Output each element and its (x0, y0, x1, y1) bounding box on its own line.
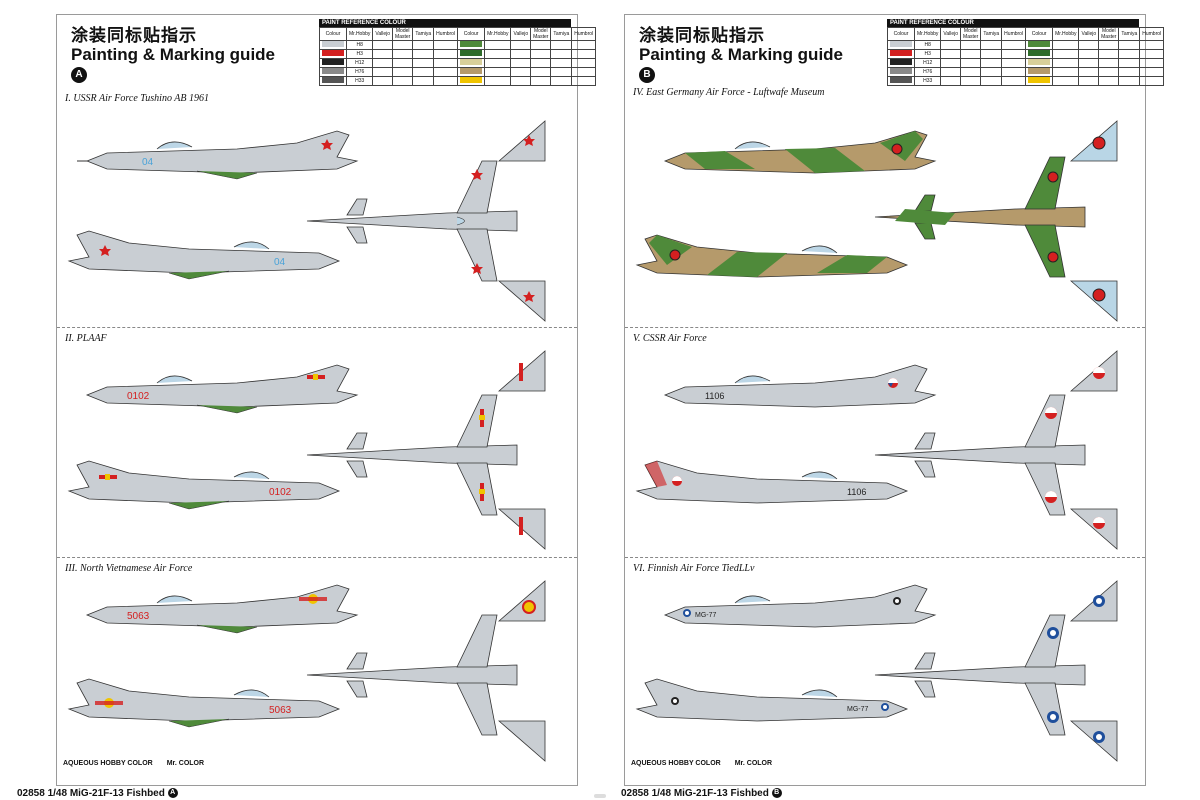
svg-text:0102: 0102 (127, 391, 150, 402)
footer-text: 02858 1/48 MiG-21F-13 Fishbed (621, 788, 769, 799)
col-header: Vallejo (510, 27, 532, 41)
section-divider (57, 557, 577, 558)
col-header: Colour (1025, 27, 1054, 41)
paint-reference-title: PAINT REFERENCE COLOUR (887, 19, 1139, 27)
col-header: Vallejo (372, 27, 394, 41)
aircraft-drawings: 0102 0102 (67, 350, 546, 550)
sheet-title-chinese: 涂装同标贴指示 (639, 26, 765, 46)
footer: 02858 1/48 MiG-21F-13 Fishbed A (17, 788, 178, 799)
color-legend: AQUEOUS HOBBY COLOR Mr. COLOR (63, 760, 204, 767)
section-divider (625, 327, 1145, 328)
section-title: V. CSSR Air Force (633, 333, 707, 344)
col-header: Colour (457, 27, 486, 41)
col-header: Model Master (960, 27, 982, 41)
section-divider (625, 557, 1145, 558)
svg-text:MG-77: MG-77 (847, 706, 869, 713)
svg-text:5063: 5063 (269, 705, 292, 716)
section-east-germany: IV. East Germany Air Force - Luftwafe Mu… (625, 85, 1145, 327)
sheet-title-chinese: 涂装同标贴指示 (71, 26, 197, 46)
aircraft-drawings: 04 04 (67, 120, 546, 322)
svg-text:1106: 1106 (705, 391, 724, 401)
legend-mr-color: Mr. COLOR (734, 760, 773, 767)
svg-text:5063: 5063 (127, 611, 150, 622)
col-header: Humbrol (1001, 27, 1027, 41)
col-header: Mr.Hobby (913, 27, 942, 41)
paint-reference-table: PAINT REFERENCE COLOUR Colour Mr.Hobby V… (887, 19, 1165, 86)
sheet-badge: B (639, 67, 655, 83)
col-header: Model Master (530, 27, 552, 41)
section-plaaf: II. PLAAF 0102 0102 (57, 331, 577, 557)
page-scroll-marker (594, 794, 606, 798)
aircraft-drawings: MG-77 MG-77 (635, 580, 1118, 762)
col-header: Vallejo (1078, 27, 1100, 41)
sheet-title: Painting & Marking guide (639, 45, 844, 64)
section-finland: VI. Finnish Air Force TiedLLv MG-77 MG-7… (625, 561, 1145, 769)
legend-hobby: AQUEOUS HOBBY COLOR (631, 760, 721, 767)
section-title: VI. Finnish Air Force TiedLLv (633, 563, 755, 574)
col-header: Humbrol (1139, 27, 1165, 41)
section-title: I. USSR Air Force Tushino AB 1961 (65, 93, 209, 104)
section-cssr: V. CSSR Air Force 1106 1106 (625, 331, 1145, 557)
paint-table: Colour Mr.Hobby Vallejo Model Master Tam… (319, 27, 597, 86)
svg-text:04: 04 (142, 157, 154, 168)
aircraft-drawings: 1106 1106 (635, 350, 1118, 550)
col-header: Mr.Hobby (345, 27, 374, 41)
col-header: Tamiya (980, 27, 1003, 41)
col-header: Tamiya (550, 27, 573, 41)
color-legend: AQUEOUS HOBBY COLOR Mr. COLOR (631, 760, 772, 767)
legend-mr-color: Mr. COLOR (166, 760, 205, 767)
col-header: Tamiya (412, 27, 435, 41)
section-title: IV. East Germany Air Force - Luftwafe Mu… (633, 87, 825, 98)
legend-hobby: AQUEOUS HOBBY COLOR (63, 760, 153, 767)
paint-reference-table: PAINT REFERENCE COLOUR Colour Mr.Hobby V… (319, 19, 597, 86)
footer: 02858 1/48 MiG-21F-13 Fishbed B (621, 788, 782, 799)
instruction-sheet-a: 涂装同标贴指示 Painting & Marking guide A PAINT… (17, 14, 597, 799)
instruction-sheet-b: 涂装同标贴指示 Painting & Marking guide B PAINT… (621, 14, 1165, 799)
col-header: Colour (319, 27, 347, 41)
section-title: III. North Vietnamese Air Force (65, 563, 193, 574)
section-ussr: I. USSR Air Force Tushino AB 1961 04 04 (57, 91, 577, 327)
col-header: Vallejo (940, 27, 962, 41)
col-header: Tamiya (1118, 27, 1141, 41)
section-north-vietnam: III. North Vietnamese Air Force 5063 506… (57, 561, 577, 769)
col-header: Model Master (1098, 27, 1120, 41)
aircraft-drawings: 5063 5063 (67, 580, 546, 762)
footer-text: 02858 1/48 MiG-21F-13 Fishbed (17, 788, 165, 799)
col-header: Mr.Hobby (484, 27, 512, 41)
footer-badge: B (771, 788, 782, 799)
paint-table: Colour Mr.Hobby Vallejo Model Master Tam… (887, 27, 1165, 86)
svg-text:1106: 1106 (847, 487, 866, 497)
col-header: Humbrol (571, 27, 597, 41)
col-header: Mr.Hobby (1052, 27, 1080, 41)
svg-text:MG-77: MG-77 (695, 612, 717, 619)
footer-badge: A (167, 788, 178, 799)
section-title: II. PLAAF (65, 333, 107, 344)
aircraft-drawings (635, 120, 1118, 322)
col-header: Humbrol (433, 27, 459, 41)
svg-text:04: 04 (274, 257, 286, 268)
col-header: Model Master (392, 27, 414, 41)
sheet-title: Painting & Marking guide (71, 45, 276, 64)
sheet-badge: A (71, 67, 87, 83)
section-divider (57, 327, 577, 328)
svg-text:0102: 0102 (269, 487, 292, 498)
paint-reference-title: PAINT REFERENCE COLOUR (319, 19, 571, 27)
col-header: Colour (887, 27, 915, 41)
